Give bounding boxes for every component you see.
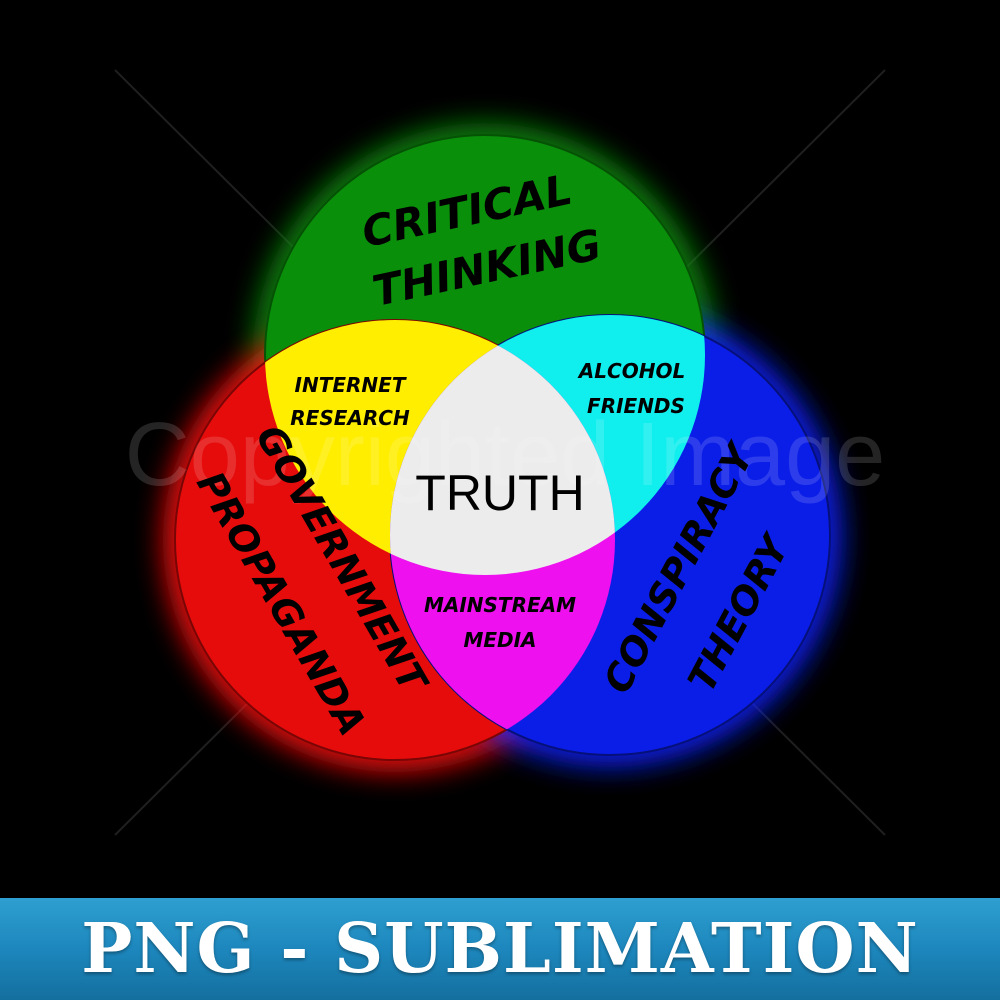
- overlap-center: [390, 320, 615, 575]
- label-internet: INTERNET: [295, 373, 407, 397]
- label-truth: TRUTH: [415, 465, 584, 521]
- label-research: RESEARCH: [290, 406, 410, 430]
- label-alcohol: ALCOHOL: [577, 359, 685, 383]
- label-friends: FRIENDS: [587, 394, 685, 418]
- label-media: MEDIA: [463, 628, 536, 652]
- banner-text: PNG - SUBLIMATION: [81, 909, 919, 989]
- watermark-text: Copyrighted Image: [125, 405, 885, 505]
- label-mainstream: MAINSTREAM: [424, 593, 576, 617]
- banner: PNG - SUBLIMATION: [0, 898, 1000, 1000]
